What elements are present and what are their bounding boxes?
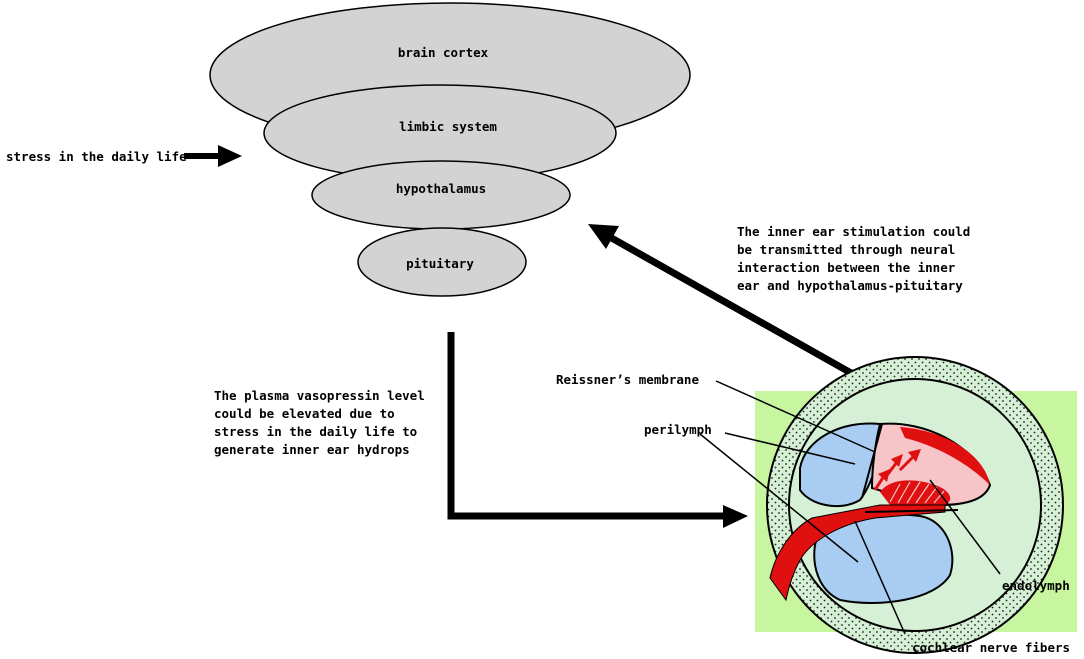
reissner-membrane-label: Reissner’s membrane [556, 372, 699, 387]
svg-text:be transmitted through neural: be transmitted through neural [737, 242, 955, 257]
cochlea-cross-section [699, 356, 1077, 654]
stress-arrow [184, 145, 242, 167]
endolymph-flow-arrows [873, 449, 921, 491]
cochlear-nerve-fibers-label: cochlear nerve fibers [912, 640, 1070, 655]
basilar-membrane [864, 509, 959, 513]
vasopressin-arrow [447, 332, 748, 528]
brain-cortex-label: brain cortex [398, 45, 489, 60]
brain-hierarchy: brain cortex limbic system hypothalamus … [209, 2, 691, 297]
stria-vascularis [900, 427, 990, 485]
stress-label: stress in the daily life [6, 149, 187, 164]
svg-text:interaction between the inner: interaction between the inner [737, 260, 956, 275]
organ-of-corti [880, 480, 951, 505]
vasopressin-text: The plasma vasopressin level could be el… [214, 388, 425, 457]
reissner-membrane-line [861, 423, 883, 499]
hypothalamus-label: hypothalamus [396, 181, 486, 196]
svg-text:The plasma vasopressin level: The plasma vasopressin level [214, 388, 425, 403]
organ-of-corti-hatching [889, 481, 945, 504]
perilymph-label: perilymph [644, 422, 712, 437]
svg-text:stress in the daily life to: stress in the daily life to [214, 424, 417, 439]
svg-text:could be elevated due to: could be elevated due to [214, 406, 395, 421]
neural-feedback-arrow [588, 224, 862, 382]
endolymph-label: endolymph [1002, 578, 1070, 593]
svg-text:The inner ear stimulation coul: The inner ear stimulation could [737, 224, 970, 239]
limbic-system-label: limbic system [399, 119, 497, 134]
svg-text:generate inner ear hydrops: generate inner ear hydrops [214, 442, 410, 457]
inner-ear-stimulation-text: The inner ear stimulation could be trans… [737, 224, 970, 293]
leader-lines [699, 380, 1001, 635]
cochlear-nerve [769, 504, 946, 602]
svg-text:ear and hypothalamus-pituitary: ear and hypothalamus-pituitary [737, 278, 963, 293]
pituitary-ellipse [357, 227, 527, 297]
pituitary-label: pituitary [406, 256, 474, 271]
